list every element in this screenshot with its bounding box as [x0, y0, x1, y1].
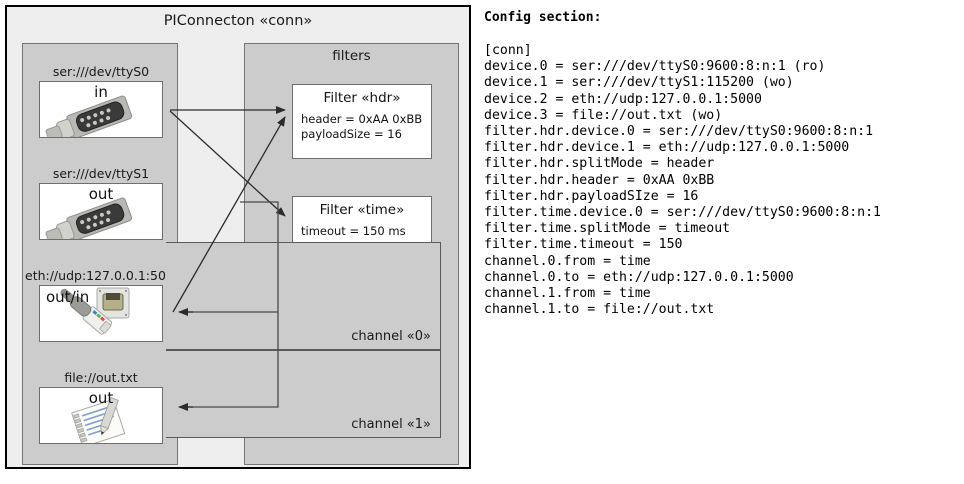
config-line: device.2 = eth://udp:127.0.0.1:5000	[484, 91, 762, 107]
device-direction: out	[88, 185, 114, 203]
config-lines: [conn]device.0 = ser:///dev/ttyS0:9600:8…	[484, 43, 960, 318]
device-direction: out/in	[46, 288, 90, 306]
config-line: filter.hdr.payloadSIze = 16	[484, 188, 699, 204]
serial-db9-icon	[45, 197, 133, 239]
device-box[interactable]: out	[39, 183, 163, 240]
filter-title: Filter «time»	[319, 202, 405, 218]
filters-panel: filters Filter «hdr» header = 0xAA 0xBB …	[166, 43, 459, 465]
serial-db9-icon	[45, 95, 133, 137]
device-file-out[interactable]: file://out.txt out	[39, 370, 163, 444]
text-file-pencil-icon	[71, 397, 126, 443]
config-line: filter.hdr.device.0 = ser:///dev/ttyS0:9…	[484, 124, 874, 140]
config-line: filter.time.timeout = 150	[484, 237, 683, 253]
filter-prop: payloadSize = 16	[301, 127, 402, 141]
channel-label: channel «0»	[351, 329, 431, 344]
diagram-title: PIConnecton «conn»	[163, 13, 313, 29]
channel-0-box[interactable]: channel «0»	[166, 242, 441, 350]
ethernet-rj45-icon	[60, 287, 130, 335]
filters-panel-title: filters	[332, 48, 371, 64]
device-label: eth://udp:127.0.0.1:5000	[25, 268, 182, 283]
connector-outer-frame: PIConnecton «conn» ser:///dev/ttyS0 in	[5, 5, 471, 469]
config-heading: Config section:	[484, 10, 602, 25]
config-line: device.3 = file://out.txt (wo)	[484, 107, 723, 123]
filter-prop: timeout = 150 ms	[301, 224, 406, 238]
config-line: channel.0.to = eth://udp:127.0.0.1:5000	[484, 269, 794, 285]
device-box[interactable]: out	[39, 387, 163, 444]
device-ttyS0[interactable]: ser:///dev/ttyS0 in	[39, 64, 163, 138]
devices-panel: ser:///dev/ttyS0 in	[22, 43, 182, 465]
device-eth-udp[interactable]: eth://udp:127.0.0.1:5000 out/in	[25, 268, 182, 342]
device-label: ser:///dev/ttyS0	[52, 64, 150, 79]
config-line: [conn]	[484, 43, 532, 58]
filter-hdr-box[interactable]: Filter «hdr» header = 0xAA 0xBB payloadS…	[292, 84, 432, 159]
config-line: filter.time.device.0 = ser:///dev/ttyS0:…	[484, 205, 881, 221]
channel-label: channel «1»	[351, 417, 431, 432]
filter-prop: header = 0xAA 0xBB	[301, 112, 423, 126]
device-ttyS1[interactable]: ser:///dev/ttyS1 out	[39, 166, 163, 240]
config-line: channel.0.from = time	[484, 253, 651, 269]
device-direction: in	[94, 83, 108, 101]
config-line: filter.hdr.splitMode = header	[484, 156, 715, 172]
device-box[interactable]: out/in	[39, 285, 163, 342]
channel-1-box[interactable]: channel «1»	[166, 350, 441, 438]
filter-props: header = 0xAA 0xBB payloadSize = 16	[301, 112, 422, 142]
config-section: Config section: [conn]device.0 = ser:///…	[480, 6, 960, 476]
config-line: filter.time.splitMode = timeout	[484, 221, 731, 237]
config-line: device.0 = ser:///dev/ttyS0:9600:8:n:1 (…	[484, 59, 826, 75]
config-line: channel.1.from = time	[484, 286, 651, 302]
config-line: device.1 = ser:///dev/ttyS1:115200 (wo)	[484, 75, 794, 91]
device-label: ser:///dev/ttyS1	[52, 166, 150, 181]
config-line: filter.hdr.device.1 = eth://udp:127.0.0.…	[484, 140, 850, 156]
config-line: channel.1.to = file://out.txt	[484, 302, 715, 318]
filter-props: timeout = 150 ms	[301, 224, 406, 239]
device-direction: out	[88, 389, 114, 407]
filter-title: Filter «hdr»	[323, 90, 401, 106]
device-label: file://out.txt	[64, 370, 138, 385]
device-box[interactable]: in	[39, 81, 163, 138]
config-line: filter.hdr.header = 0xAA 0xBB	[484, 172, 715, 188]
